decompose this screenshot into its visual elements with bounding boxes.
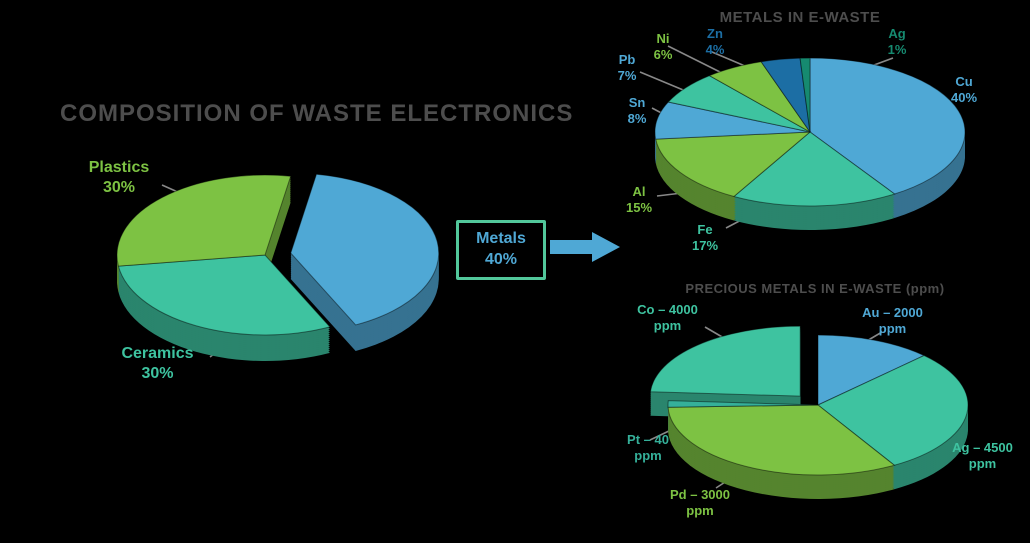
slice-percent: 4% [705, 42, 725, 58]
slice-unit: ppm [686, 503, 714, 519]
slice-percent: 40% [484, 251, 518, 268]
slice-name: Au – 2000 [862, 305, 923, 320]
pb-slice-label: Pb 7% [604, 52, 650, 85]
slice-name: Pd – 3000 [670, 487, 730, 502]
slice-percent: 7% [617, 68, 637, 84]
slice-percent: 8% [627, 111, 647, 127]
metals-chart-title: METALS IN E-WASTE [719, 9, 881, 26]
slice-name: Fe [697, 222, 713, 237]
slice-name: Co – 4000 [637, 302, 698, 317]
slice-percent: 17% [691, 238, 719, 254]
slice-unit: ppm [653, 318, 682, 334]
sn-slice-label: Sn 8% [614, 95, 660, 128]
cu-slice-label: Cu 40% [938, 74, 990, 107]
slice-name: Ceramics [121, 345, 194, 362]
slice-name: Ag [888, 26, 906, 41]
slice-name: Al [632, 184, 646, 199]
slice-unit: ppm [878, 321, 907, 337]
slice-unit: ppm [634, 448, 662, 464]
slice-name: Pb [618, 52, 636, 67]
ag-slice-label: Ag 1% [874, 26, 920, 59]
slice-name: Pt – 40 [627, 432, 669, 447]
slice-name: Cu [955, 74, 973, 89]
slice-name: Zn [707, 26, 723, 41]
slice-percent: 15% [625, 200, 653, 216]
main-title: COMPOSITION OF WASTE ELECTRONICS [60, 100, 574, 127]
ni-slice-label: Ni 6% [640, 31, 686, 64]
slice-percent: 40% [950, 90, 978, 106]
zn-slice-label: Zn 4% [692, 26, 738, 59]
pt-ppm-label: Pt – 40 ppm [608, 432, 688, 465]
slice-percent: 30% [102, 179, 136, 196]
slice-name: Ni [656, 31, 670, 46]
co-ppm-label: Co – 4000 ppm [615, 302, 720, 335]
slice-name: Plastics [88, 159, 150, 176]
slice-percent: 6% [653, 47, 673, 63]
fe-slice-label: Fe 17% [680, 222, 730, 255]
slice-name: Metals [476, 230, 526, 248]
slice-percent: 1% [887, 42, 907, 58]
plastics-slice-label: Plastics 30% [73, 158, 165, 198]
pd-ppm-label: Pd – 3000 ppm [645, 487, 755, 520]
metals-callout-box: Metals 40% [456, 220, 546, 280]
ceramics-slice-label: Ceramics 30% [100, 344, 215, 384]
precious-chart-title: PRECIOUS METALS IN E-WASTE (ppm) [685, 281, 945, 296]
slice-percent: 30% [141, 365, 174, 382]
slice-name: Sn [628, 95, 646, 110]
slice-name: Ag – 4500 [952, 440, 1013, 455]
al-slice-label: Al 15% [614, 184, 664, 217]
arrow-right-icon [550, 232, 620, 262]
au-ppm-label: Au – 2000 ppm [840, 305, 945, 338]
ag-ppm-label: Ag – 4500 ppm [930, 440, 1030, 473]
slice-unit: ppm [968, 456, 997, 472]
